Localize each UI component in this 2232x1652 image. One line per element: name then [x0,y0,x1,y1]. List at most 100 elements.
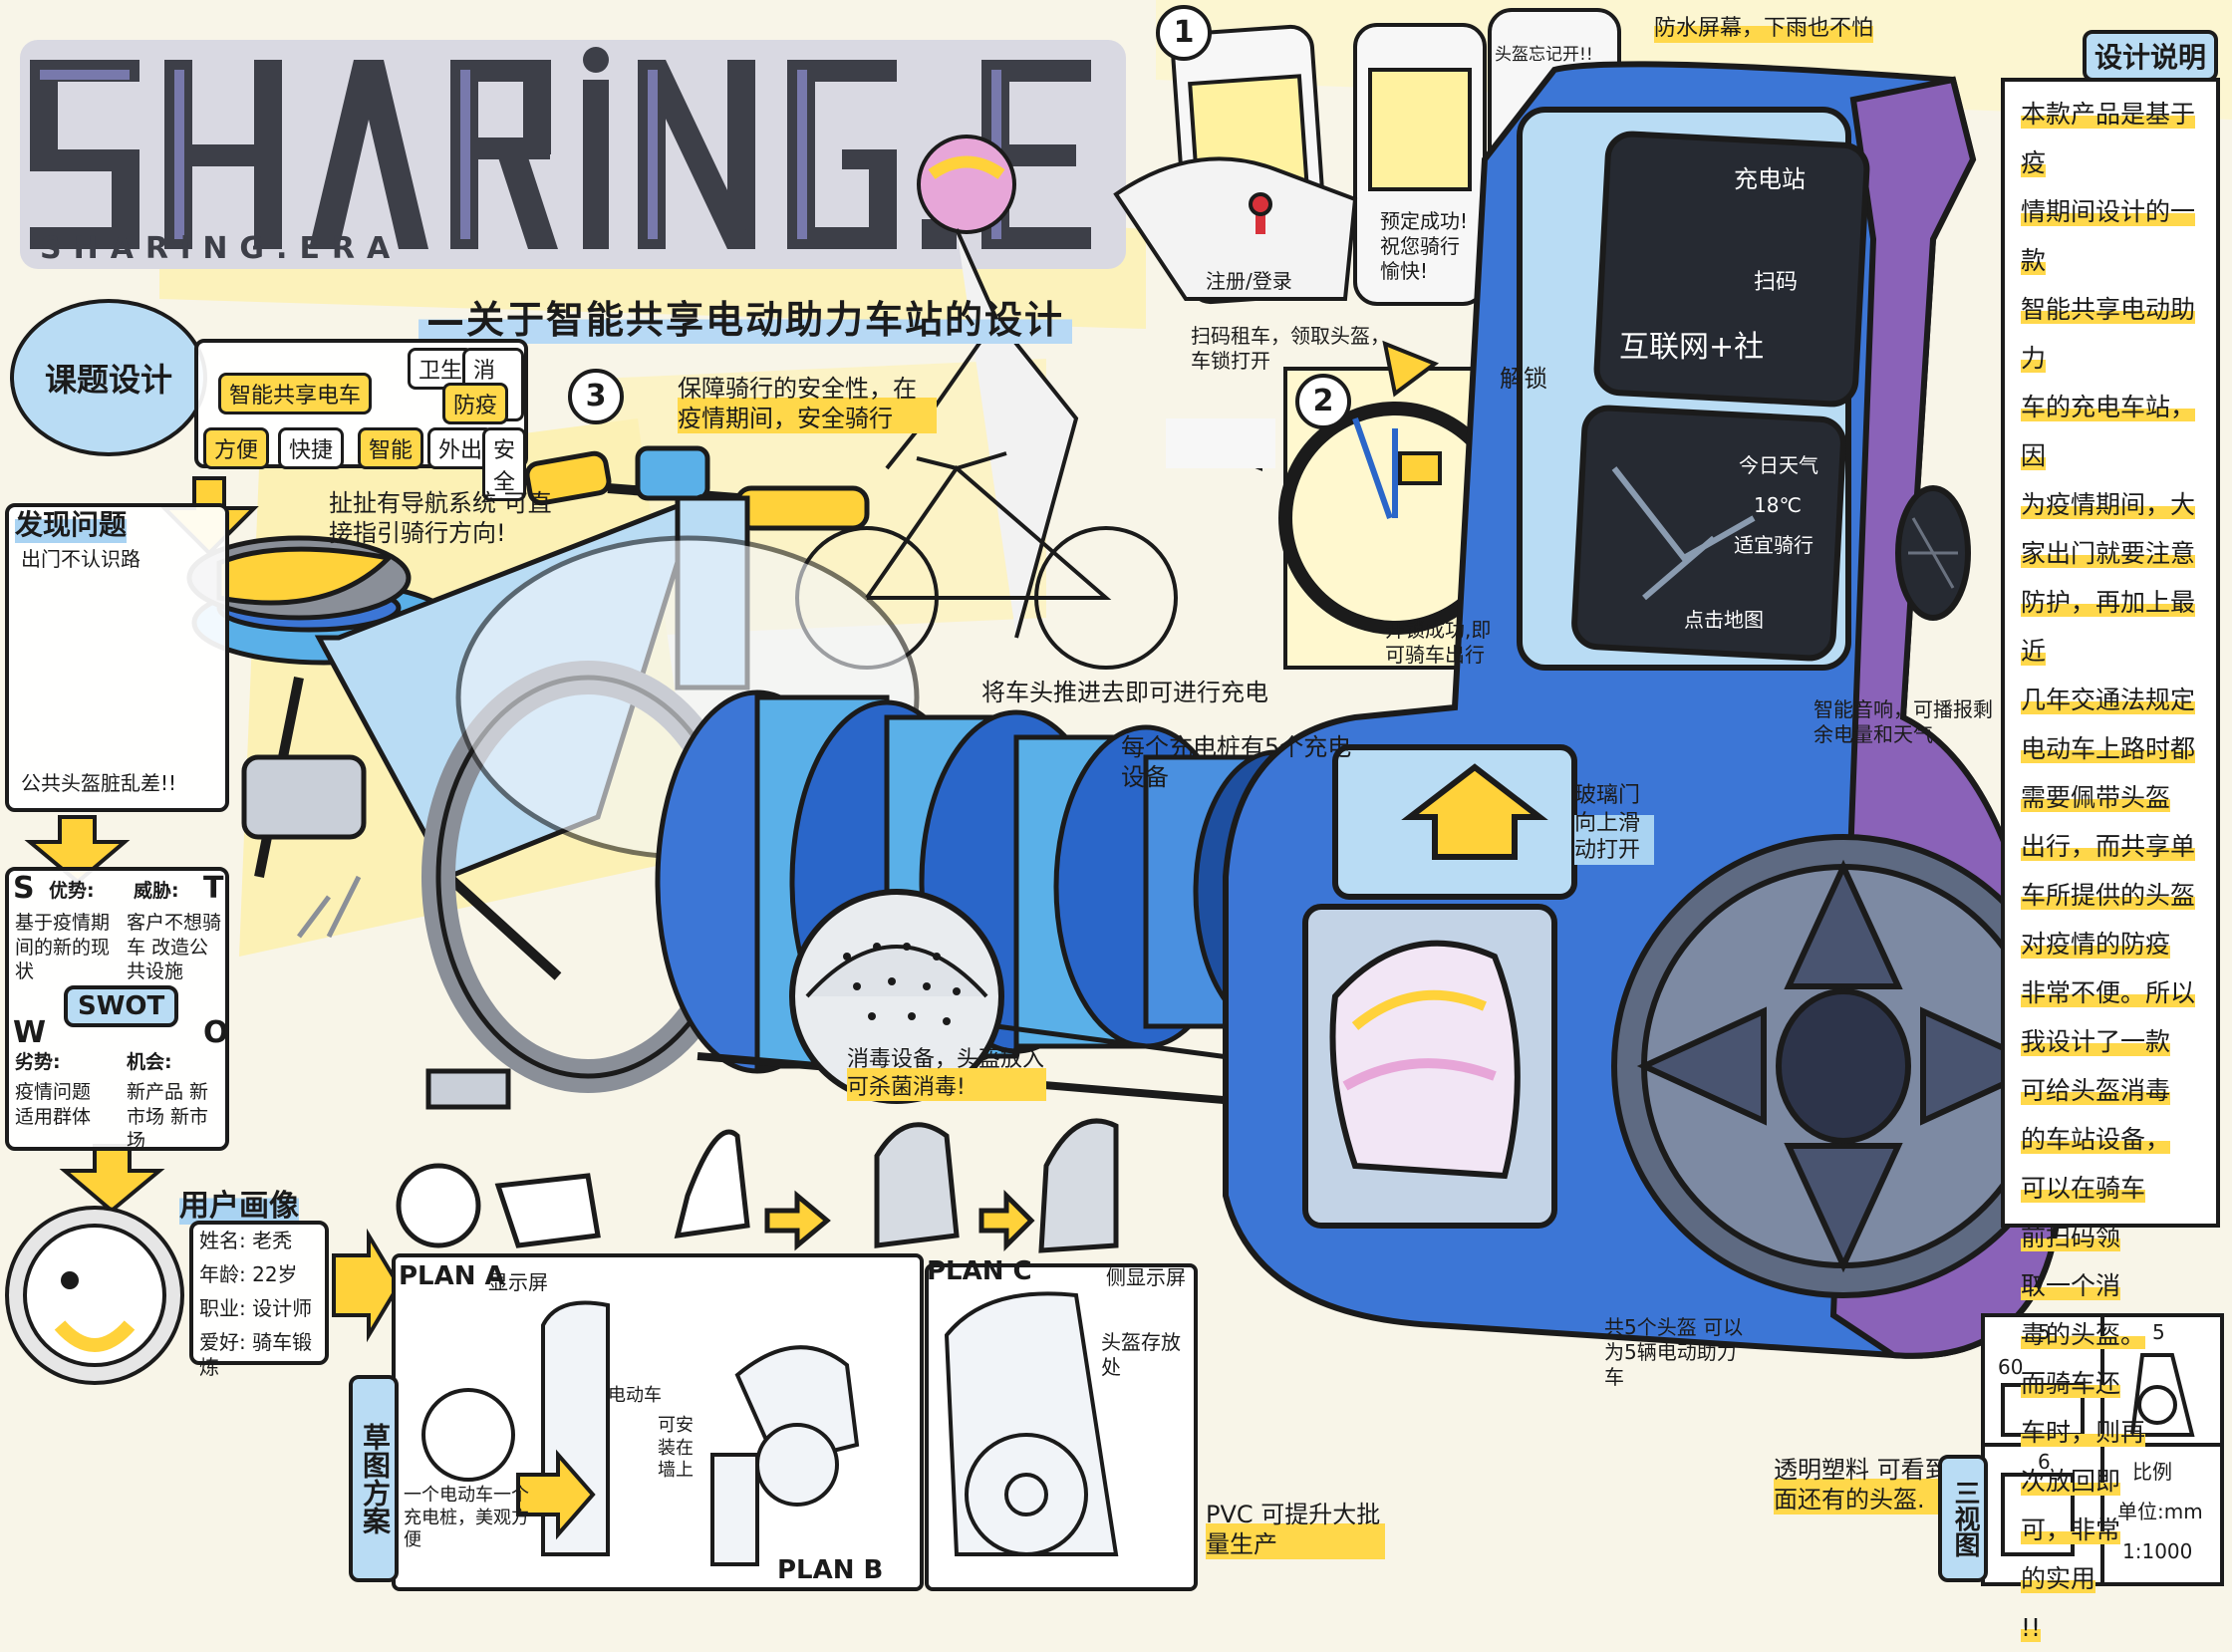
design-line-text: !! [2021,1613,2042,1642]
persona-card: 姓名: 老秃 年龄: 22岁 职业: 设计师 爱好: 骑车锻炼 [189,1221,329,1379]
sketch-note-2: 一个电动车一个充电桩，美观方便 [404,1485,529,1550]
pile-annotation: 每个充电桩有5个充电设备 [1121,733,1352,791]
design-line-text: 出行，而共享单 [2021,832,2196,861]
persona-badge: 用户画像 [179,1181,299,1225]
problem-bubble: 公共头盔脏乱差!! [21,771,177,795]
design-line: 几年交通法规定 [2021,676,2200,724]
topic-tag-4: 方便 [203,427,270,469]
safety-annotation: 保障骑行的安全性，在疫情期间，安全骑行 [678,374,937,433]
design-line-text: 本款产品是基于疫 [2021,100,2196,177]
swot-box: S 优势: 基于疫情期间的新的现状 T 威胁: 客户不想骑车 改造公共设施 SW… [5,867,229,1153]
persona-row-2: 年龄: 22岁 [199,1262,298,1287]
design-line: 可以在骑车 [2021,1164,2200,1213]
plan-b-label: PLAN B [777,1555,884,1585]
persona-value-4: 骑车锻炼 [199,1330,313,1379]
design-line-text: 车时，则再 [2021,1418,2146,1447]
design-line: 的实用 [2021,1554,2200,1603]
design-line: 情期间设计的一款 [2021,187,2200,285]
sketch-note-5: 可安装在墙上 [658,1415,694,1481]
disinfect-annotation: 消毒设备，头盔放入可杀菌消毒! [847,1046,1046,1101]
design-line-text: 情期间设计的一款 [2021,197,2196,275]
design-notes: 本款产品是基于疫情期间设计的一款智能共享电动助力车的充电车站，因为疫情期间，大家… [2003,80,2218,1642]
topic-badge-text: 课题设计 [44,361,172,399]
design-line: 家出门就要注意 [2021,529,2200,578]
screen-scan: 扫码 [1754,270,1799,295]
unlock-annotation: 解锁 [1500,365,1547,393]
design-line-text: 为疫情期间，大 [2021,490,2196,519]
persona-key-3: 职业: [199,1296,246,1320]
sketch-label: 草图方案 [349,1375,399,1582]
design-line: 智能共享电动助力 [2021,285,2200,383]
topic-tag-3: 防疫 [442,383,509,424]
unlock-panel [1166,340,1512,670]
design-line: 非常不便。所以 [2021,968,2200,1017]
screen-station: 充电站 [1734,165,1806,193]
topic-main-tag: 智能共享电车 [218,373,373,414]
design-line: 可给头盔消毒 [2021,1066,2200,1115]
design-line: 防护，再加上最近 [2021,578,2200,676]
design-line: 而骑车还 [2021,1359,2200,1408]
three-view-dim-2: 5 [2152,1320,2165,1344]
swot-w-letter: W [13,1015,47,1050]
design-line-text: 非常不便。所以 [2021,978,2196,1007]
swot-s-letter: S [13,871,35,906]
topic-tag-6: 智能 [358,427,424,469]
topic-tags-box: 智能共享电车 卫生 消毒 防疫 方便 快捷 智能 外出 安全 [194,339,528,501]
design-line-text: 而骑车还 [2021,1369,2121,1398]
phone-message: 预定成功! 祝您骑行愉快! [1380,209,1469,283]
screen-temp: 18℃ [1754,493,1802,517]
design-line: 取一个消 [2021,1261,2200,1310]
persona-value-3: 设计师 [252,1296,313,1320]
three-view-dim-1: 5 [2038,1320,2051,1344]
step-1: 1 [1156,5,1212,61]
swot-t-head: 威胁: [134,880,179,902]
three-view-dim-4: 6 [2038,1450,2051,1474]
design-badge: 设计说明 [2083,30,2219,82]
design-line-text: 可以在骑车 [2021,1174,2146,1203]
sketch-label-text: 草图方案 [359,1423,392,1534]
design-line-text: 前扫码领 [2021,1223,2121,1251]
design-line: 毒的头盔。 [2021,1310,2200,1359]
title-lettering [20,40,1126,269]
design-line: 车的充电车站，因 [2021,383,2200,480]
saddle-evolution [396,1118,1119,1253]
design-line-text: 可给头盔消毒 [2021,1076,2171,1105]
design-line: 可，非常 [2021,1506,2200,1554]
topic-tag-8: 安全 [482,427,527,501]
scan-annotation: 扫码租车，领取头盔，车锁打开 [1191,324,1390,373]
pvc-annotation: PVC 可提升大批量生产 [1206,1500,1385,1559]
swot-t-body: 客户不想骑车 改造公共设施 [127,912,222,983]
persona-value-1: 老秃 [252,1229,293,1252]
subtitle: —关于智能共享电动助力车站的设计 [418,289,1073,344]
design-line: 的车站设备， [2021,1115,2200,1164]
design-line-text: 防护，再加上最近 [2021,588,2196,666]
swot-o-head: 机会: [127,1051,172,1073]
design-line-text: 需要佩带头盔 [2021,783,2171,812]
phone-top-message: 头盔忘记开!! [1495,45,1593,65]
design-line-text: 的车站设备， [2021,1125,2171,1154]
swot-t-letter: T [203,871,224,906]
topic-badge: 课题设计 [10,299,207,456]
design-line: 出行，而共享单 [2021,822,2200,871]
design-line-text: 我设计了一款 [2021,1027,2171,1056]
design-line-text: 家出门就要注意 [2021,539,2196,568]
swot-w-body: 疫情问题 适用群体 [15,1081,92,1128]
persona-avatar [5,1206,184,1385]
plan-sketches [392,1253,1198,1591]
design-line: 电动车上路时都 [2021,724,2200,773]
persona-row-1: 姓名: 老秃 [199,1229,292,1253]
charging-station [1223,61,2076,1359]
screen-map: 点击地图 [1684,608,1764,632]
speaker-annotation: 智能音响，可播报剩余电量和天气 [1814,697,1993,746]
design-line: 本款产品是基于疫 [2021,90,2200,187]
persona-key-2: 年龄: [199,1262,246,1286]
design-line: 我设计了一款 [2021,1017,2200,1066]
swot-s-head: 优势: [49,880,95,902]
design-line-text: 毒的头盔。 [2021,1320,2146,1349]
swot-o-body: 新产品 新市场 新市场 [127,1081,209,1153]
design-line: 车时，则再 [2021,1408,2200,1457]
persona-key-1: 姓名: [199,1229,246,1252]
design-badge-text: 设计说明 [2094,41,2207,74]
page-title: SHARiNG.ERA [40,231,403,266]
swot-label: SWOT [64,985,179,1027]
